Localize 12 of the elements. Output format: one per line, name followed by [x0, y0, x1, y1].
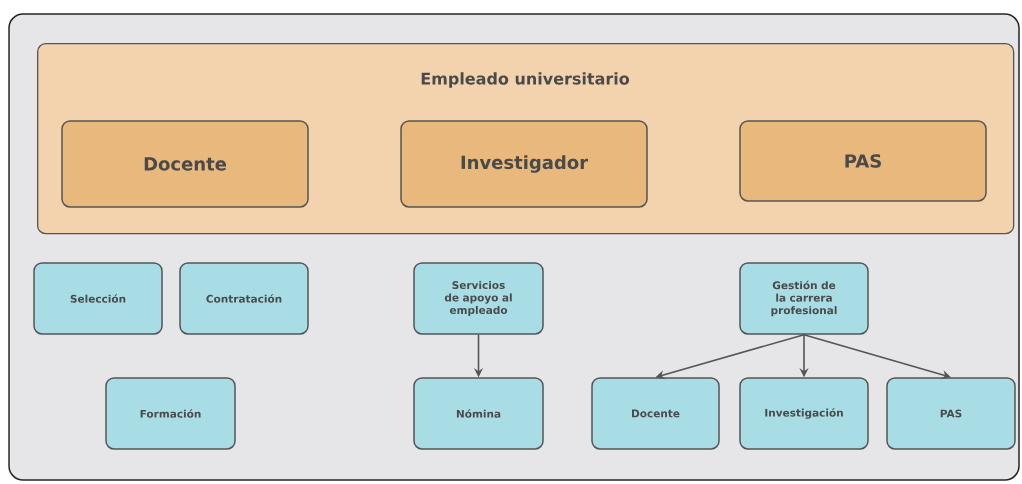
process-box: Formación: [105, 377, 236, 450]
process-box: Contratación: [179, 262, 309, 335]
role-box: PAS: [739, 120, 987, 202]
process-box: Servicios de apoyo al empleado: [413, 262, 544, 335]
process-box: PAS: [886, 377, 1016, 450]
process-box: Selección: [33, 262, 163, 335]
process-box: Nómina: [413, 377, 544, 450]
process-box: Gestión de la carrera profesional: [739, 262, 869, 335]
process-box: Docente: [591, 377, 720, 450]
role-box: Investigador: [400, 120, 648, 208]
role-box: Docente: [61, 120, 309, 208]
process-box: Investigación: [739, 377, 869, 450]
